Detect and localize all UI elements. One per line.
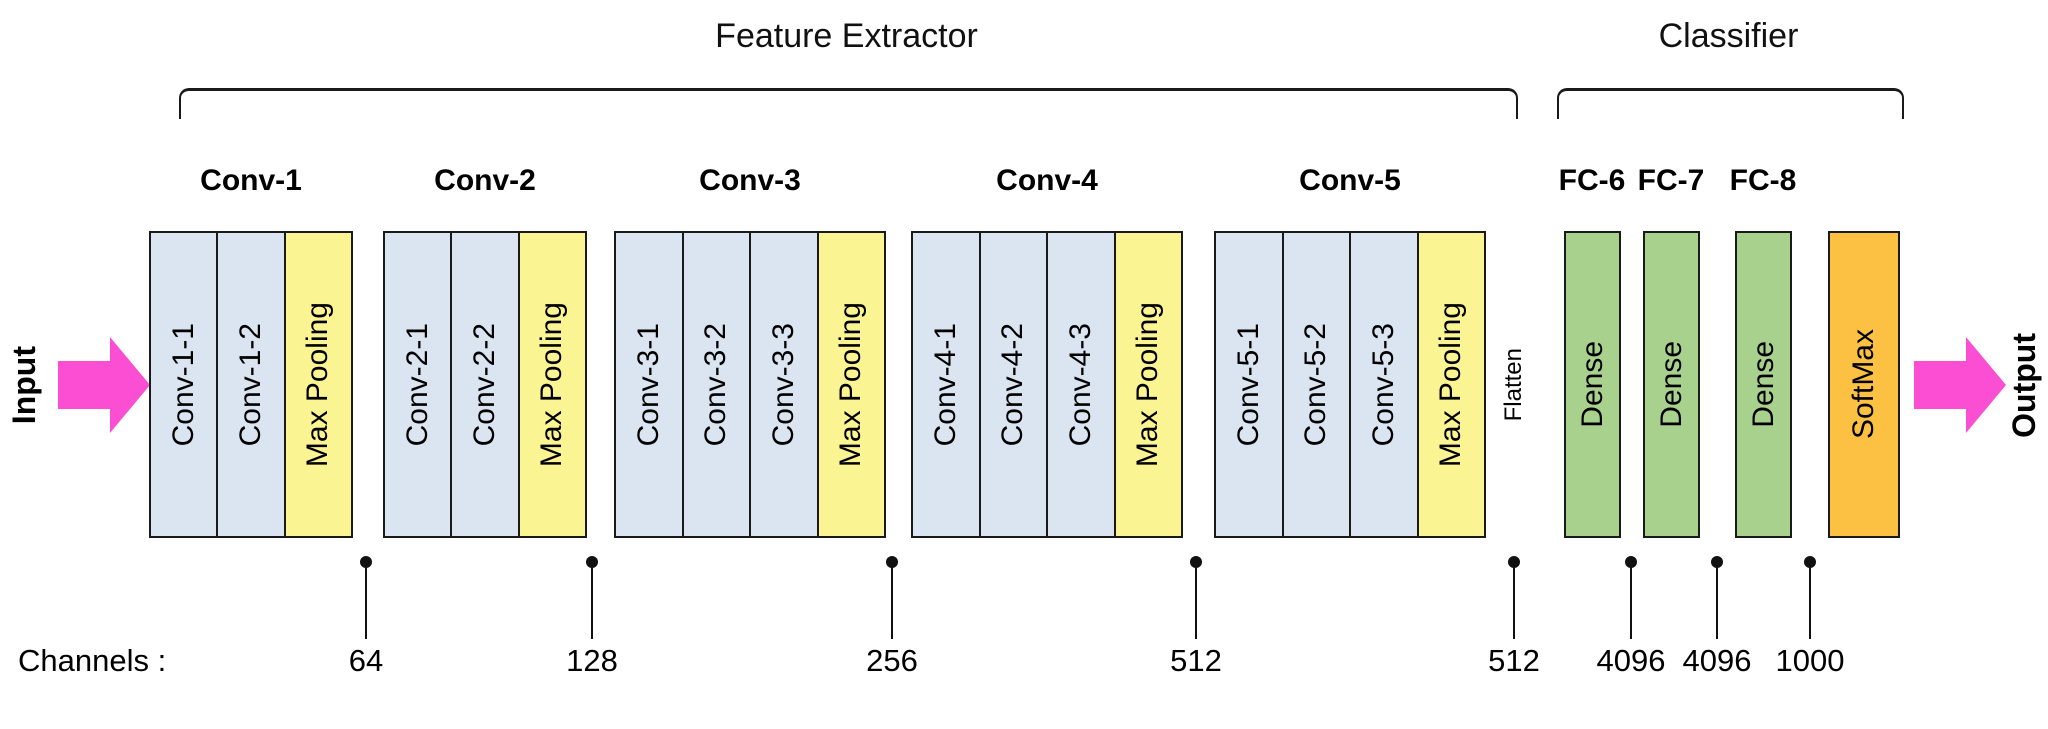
fc8-label: FC-8: [1729, 164, 1797, 197]
conv3-group: Conv-3-1 Conv-3-2 Conv-3-3 Max Pooling: [614, 231, 886, 538]
conv5-maxpool-label: Max Pooling: [1434, 301, 1468, 468]
fc7-dense-label: Dense: [1654, 341, 1688, 428]
fc6-label: FC-6: [1558, 164, 1626, 197]
conv2-group-label: Conv-2: [434, 164, 536, 197]
conv3-maxpool-layer: Max Pooling: [816, 233, 884, 536]
conv1-1-layer-label: Conv-1-1: [166, 322, 200, 447]
output-label: Output: [2002, 300, 2046, 470]
feature-extractor-bracket: [179, 88, 1518, 119]
conv1-group-label: Conv-1: [200, 164, 302, 197]
conv2-1-layer-label: Conv-2-1: [400, 322, 434, 447]
conv4-2-layer: Conv-4-2: [978, 233, 1046, 536]
conv4-3-layer-label: Conv-4-3: [1063, 322, 1097, 447]
conv4-group: Conv-4-1 Conv-4-2 Conv-4-3 Max Pooling: [911, 231, 1183, 538]
channel-value-128: 128: [566, 643, 618, 678]
conv4-1-layer-label: Conv-4-1: [928, 322, 962, 447]
conv5-group-label: Conv-5: [1299, 164, 1401, 197]
conv1-maxpool-layer: Max Pooling: [283, 233, 351, 536]
output-label-text: Output: [2005, 332, 2042, 438]
input-arrow-icon: [58, 337, 150, 433]
conv4-group-label: Conv-4: [996, 164, 1098, 197]
conv3-maxpool-label: Max Pooling: [834, 301, 868, 468]
fc7-dense-block: Dense: [1643, 231, 1700, 538]
conv3-1-layer: Conv-3-1: [616, 233, 682, 536]
conv3-group-label: Conv-3: [699, 164, 801, 197]
fc8-dense-block: Dense: [1735, 231, 1792, 538]
channel-value-256: 256: [866, 643, 918, 678]
conv3-3-layer-label: Conv-3-3: [766, 322, 800, 447]
classifier-title: Classifier: [1658, 17, 1799, 55]
conv1-group: Conv-1-1 Conv-1-2 Max Pooling: [149, 231, 353, 538]
conv5-group: Conv-5-1 Conv-5-2 Conv-5-3 Max Pooling: [1214, 231, 1486, 538]
input-label: Input: [2, 300, 46, 470]
conv1-1-layer: Conv-1-1: [151, 233, 217, 536]
fc6-dense-label: Dense: [1575, 341, 1609, 428]
conv4-3-layer: Conv-4-3: [1046, 233, 1114, 536]
conv3-2-layer-label: Conv-3-2: [699, 322, 733, 447]
input-label-text: Input: [5, 345, 42, 425]
conv5-3-layer: Conv-5-3: [1349, 233, 1417, 536]
channel-value-512a: 512: [1170, 643, 1222, 678]
channel-value-64: 64: [348, 643, 384, 678]
conv2-2-layer-label: Conv-2-2: [467, 322, 501, 447]
conv3-2-layer: Conv-3-2: [681, 233, 749, 536]
fc7-label: FC-7: [1637, 164, 1705, 197]
conv5-1-layer-label: Conv-5-1: [1231, 322, 1265, 447]
conv2-2-layer: Conv-2-2: [450, 233, 518, 536]
channel-value-1000: 1000: [1775, 643, 1845, 678]
conv5-1-layer: Conv-5-1: [1216, 233, 1282, 536]
conv2-maxpool-label: Max Pooling: [535, 301, 569, 468]
output-arrow-icon: [1914, 337, 2006, 433]
conv2-group: Conv-2-1 Conv-2-2 Max Pooling: [383, 231, 587, 538]
softmax-label: SoftMax: [1847, 329, 1880, 440]
flatten-layer: Flatten: [1492, 231, 1536, 538]
conv4-2-layer-label: Conv-4-2: [996, 322, 1030, 447]
flatten-label: Flatten: [1500, 347, 1527, 422]
conv4-1-layer: Conv-4-1: [913, 233, 979, 536]
softmax-block: SoftMax: [1828, 231, 1900, 538]
conv4-maxpool-layer: Max Pooling: [1113, 233, 1181, 536]
fc6-dense-block: Dense: [1564, 231, 1621, 538]
conv5-2-layer: Conv-5-2: [1281, 233, 1349, 536]
fc8-dense-label: Dense: [1746, 341, 1780, 428]
channel-value-4096b: 4096: [1682, 643, 1752, 678]
conv2-maxpool-layer: Max Pooling: [517, 233, 585, 536]
conv2-1-layer: Conv-2-1: [385, 233, 451, 536]
conv4-maxpool-label: Max Pooling: [1131, 301, 1165, 468]
conv5-maxpool-layer: Max Pooling: [1416, 233, 1484, 536]
feature-extractor-title: Feature Extractor: [715, 17, 978, 55]
conv5-3-layer-label: Conv-5-3: [1366, 322, 1400, 447]
classifier-bracket: [1557, 88, 1904, 119]
channel-value-512b: 512: [1488, 643, 1540, 678]
conv5-2-layer-label: Conv-5-2: [1299, 322, 1333, 447]
conv1-2-layer-label: Conv-1-2: [233, 322, 267, 447]
conv3-3-layer: Conv-3-3: [749, 233, 817, 536]
conv1-maxpool-label: Max Pooling: [301, 301, 335, 468]
channels-caption: Channels :: [18, 643, 167, 678]
conv3-1-layer-label: Conv-3-1: [631, 322, 665, 447]
channel-value-4096a: 4096: [1596, 643, 1666, 678]
conv1-2-layer: Conv-1-2: [216, 233, 284, 536]
